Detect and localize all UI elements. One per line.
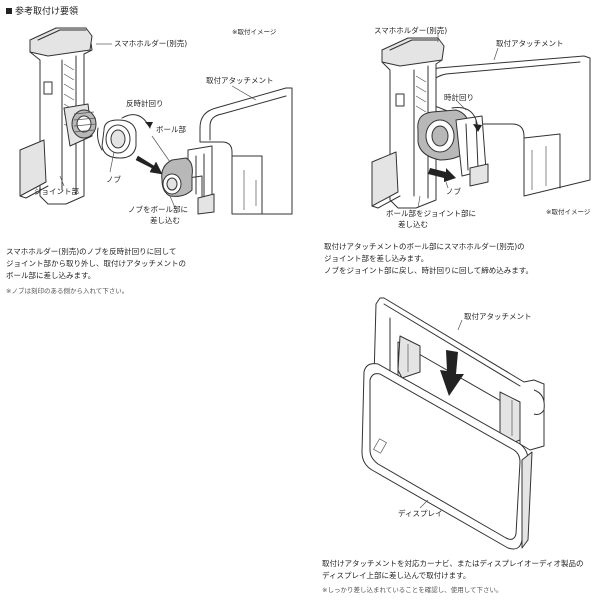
fig2-label-ball-1: ボール部をジョイント部に bbox=[386, 209, 476, 218]
insert-arrow-2 bbox=[428, 168, 456, 182]
fig1-label-ball: ボール部 bbox=[156, 125, 186, 134]
fig2-label-cw: 時計回り bbox=[444, 93, 474, 102]
instruction-3-line-1: 取付けアタッチメントを対応カーナビ、またはディスプレイオーディオ製品の bbox=[322, 559, 584, 568]
instruction-1-line-2: ジョイント部から取り外し、取付けアタッチメントの bbox=[6, 259, 186, 268]
display-3 bbox=[361, 363, 533, 550]
ccw-arrowhead-1 bbox=[145, 122, 153, 128]
fig1-label-ccw: 反時計回り bbox=[126, 99, 164, 108]
instruction-2-line-1: 取付けアタッチメントのボール部にスマホホルダー(別売)の bbox=[324, 242, 525, 251]
fig1-label-holder: スマホホルダー(別売) bbox=[114, 39, 188, 48]
fig1-label-joint: ジョイント部 bbox=[34, 187, 79, 196]
insert-down-arrow-3 bbox=[440, 350, 464, 396]
fig2-label-ball-2: 差し込む bbox=[398, 220, 428, 229]
insert-arrow-1 bbox=[135, 155, 163, 175]
instruction-1-line-1: スマホホルダー(別売)のノブを反時計回りに回して bbox=[6, 247, 177, 256]
bullet-square-icon bbox=[6, 7, 12, 14]
instruction-2-line-2: ジョイント部を差し込みます。 bbox=[324, 254, 429, 263]
fig2-label-attachment: 取付アタッチメント bbox=[496, 39, 564, 48]
fig3-label-display: ディスプレイ bbox=[398, 509, 443, 518]
attachment-bracket-1 bbox=[187, 145, 215, 215]
instruction-2-line-3: ノブをジョイント部に戻し、時計回りに回して締め込みます。 bbox=[324, 266, 534, 275]
fig2-label-holder: スマホホルダー(別売) bbox=[374, 26, 448, 35]
section-header: 参考取付け要領 bbox=[6, 4, 78, 17]
fig1-label-knob: ノブ bbox=[106, 175, 121, 184]
knob-ring-1 bbox=[97, 119, 137, 159]
fig3-label-attachment: 取付アタッチメント bbox=[464, 312, 532, 321]
instruction-2: 取付けアタッチメントのボール部にスマホホルダー(別売)の ジョイント部を差し込み… bbox=[324, 241, 533, 277]
cw-arrowhead-2 bbox=[473, 124, 482, 132]
instruction-3-note: ※しっかり差し込まれていることを確認し、使用して下さい。 bbox=[322, 586, 503, 594]
fig2-image-note: ※取付イメージ bbox=[546, 208, 591, 216]
instruction-1-note: ※ノブは刻印のある側から入れて下さい。 bbox=[6, 287, 129, 295]
instruction-3: 取付けアタッチメントを対応カーナビ、またはディスプレイオーディオ製品の ディスプ… bbox=[322, 558, 583, 594]
phone-holder-2 bbox=[371, 37, 445, 209]
attachment-panel-1 bbox=[199, 87, 293, 215]
section-title: 参考取付け要領 bbox=[15, 7, 79, 17]
fig1-image-note: ※取付イメージ bbox=[232, 28, 277, 36]
joint-part-1 bbox=[63, 103, 97, 147]
fig1-label-attachment: 取付アタッチメント bbox=[206, 76, 274, 85]
joint-assembly-2 bbox=[417, 109, 489, 187]
fig1-label-insert-2: 差し込む bbox=[150, 216, 180, 225]
phone-holder-1 bbox=[19, 27, 93, 205]
fig2-label-knob: ノブ bbox=[446, 187, 461, 196]
instruction-1: スマホホルダー(別売)のノブを反時計回りに回して ジョイント部から取り外し、取付… bbox=[6, 246, 186, 295]
instruction-1-line-3: ボール部に差し込みます。 bbox=[6, 271, 96, 280]
fig1-label-insert-1: ノブをボール部に bbox=[128, 205, 188, 214]
instruction-3-line-2: ディスプレイ上部に差し込んで取付けます。 bbox=[322, 571, 471, 580]
ball-part-1 bbox=[161, 157, 193, 197]
